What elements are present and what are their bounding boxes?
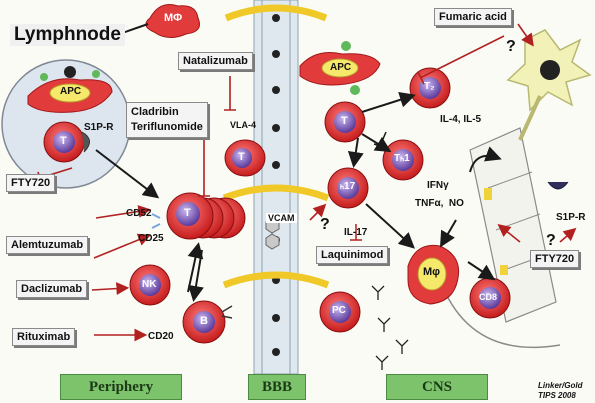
citation-line-1: Linker/Gold	[538, 381, 583, 390]
question-mark-1: ?	[506, 38, 516, 55]
t-ln-label: T	[60, 135, 67, 147]
cd52-label: CD52	[126, 208, 152, 219]
fty720-right-label: FTY720	[530, 250, 580, 268]
macrophage-top	[145, 4, 200, 38]
apc-cns-label: APC	[330, 62, 352, 73]
citation-line-2: TIPS 2008	[538, 391, 576, 400]
il4-il5-label: IL-4, IL-5	[440, 114, 482, 125]
t-cell-cns	[324, 101, 366, 143]
laquinimod-label: Laquinimod	[316, 246, 389, 264]
b-cell	[182, 300, 233, 344]
cd8-label: CD8	[479, 292, 498, 302]
t-cell-stack	[166, 192, 246, 240]
cd8-cell	[469, 277, 511, 319]
cd20-label: CD20	[148, 331, 174, 342]
natalizumab-label: Natalizumab	[178, 52, 253, 70]
red-arrows	[37, 23, 577, 342]
th17-cell	[327, 167, 369, 209]
cd25-label: CD25	[138, 233, 164, 244]
t-cell-bbb	[224, 139, 266, 177]
th17-label: ₕ17	[340, 181, 356, 192]
macrophage-cns	[407, 244, 460, 305]
il17-label: IL-17	[344, 227, 368, 238]
bbb-vessel	[222, 0, 330, 375]
mphi-top-label: MΦ	[164, 12, 183, 24]
black-arrows	[95, 23, 502, 302]
region-bbb: BBB	[248, 374, 306, 400]
tnf-no-label: TNFα, NO	[415, 198, 464, 209]
th2-label: T₂	[424, 81, 435, 92]
t-cns-label: T	[341, 115, 348, 127]
vla4-label: VLA-4	[230, 120, 257, 130]
apc-cns	[299, 41, 381, 95]
region-cns: CNS	[386, 374, 488, 400]
question-mark-3: ?	[546, 232, 556, 249]
t-bbb-label: T	[238, 151, 245, 163]
region-periphery: Periphery	[60, 374, 182, 400]
s1pr-right-label: S1P-R	[556, 212, 586, 223]
fumaric-acid-label: Fumaric acid	[434, 8, 512, 26]
daclizumab-label: Daclizumab	[16, 280, 88, 298]
nk-label: NK	[142, 279, 157, 290]
mphi-cns-label: Mφ	[423, 266, 441, 278]
alemtuzumab-label: Alemtuzumab	[6, 236, 89, 254]
fty720-left-label: FTY720	[6, 174, 56, 192]
apc-lymphnode	[27, 66, 113, 113]
rituximab-label: Rituximab	[12, 328, 76, 346]
th1-cell	[382, 139, 424, 181]
cladribin-teriflunomide-box: Cladribin Teriflunomide	[126, 102, 208, 138]
ifn-label: IFNγ	[427, 180, 449, 191]
t-cell-lymphnode	[43, 121, 90, 163]
teriflunomide-label: Teriflunomide	[131, 121, 203, 133]
neuron-cell	[506, 29, 592, 141]
apc-ln-label: APC	[60, 86, 82, 97]
nk-cell	[129, 264, 171, 306]
antibodies	[371, 285, 409, 370]
question-mark-2: ?	[320, 216, 330, 233]
b-label: B	[200, 315, 208, 327]
pc-label: PC	[332, 305, 346, 316]
plasma-cell	[319, 291, 361, 333]
th1-label: Tₕ1	[394, 153, 410, 164]
vcam-label: VCAM	[266, 213, 297, 223]
citation: Linker/Gold TIPS 2008	[538, 381, 582, 401]
cladribin-label: Cladribin	[131, 106, 179, 118]
s1pr-left-label: S1P-R	[84, 122, 114, 133]
t-main-label: T	[184, 207, 191, 219]
lymphnode-title: Lymphnode	[10, 24, 125, 46]
